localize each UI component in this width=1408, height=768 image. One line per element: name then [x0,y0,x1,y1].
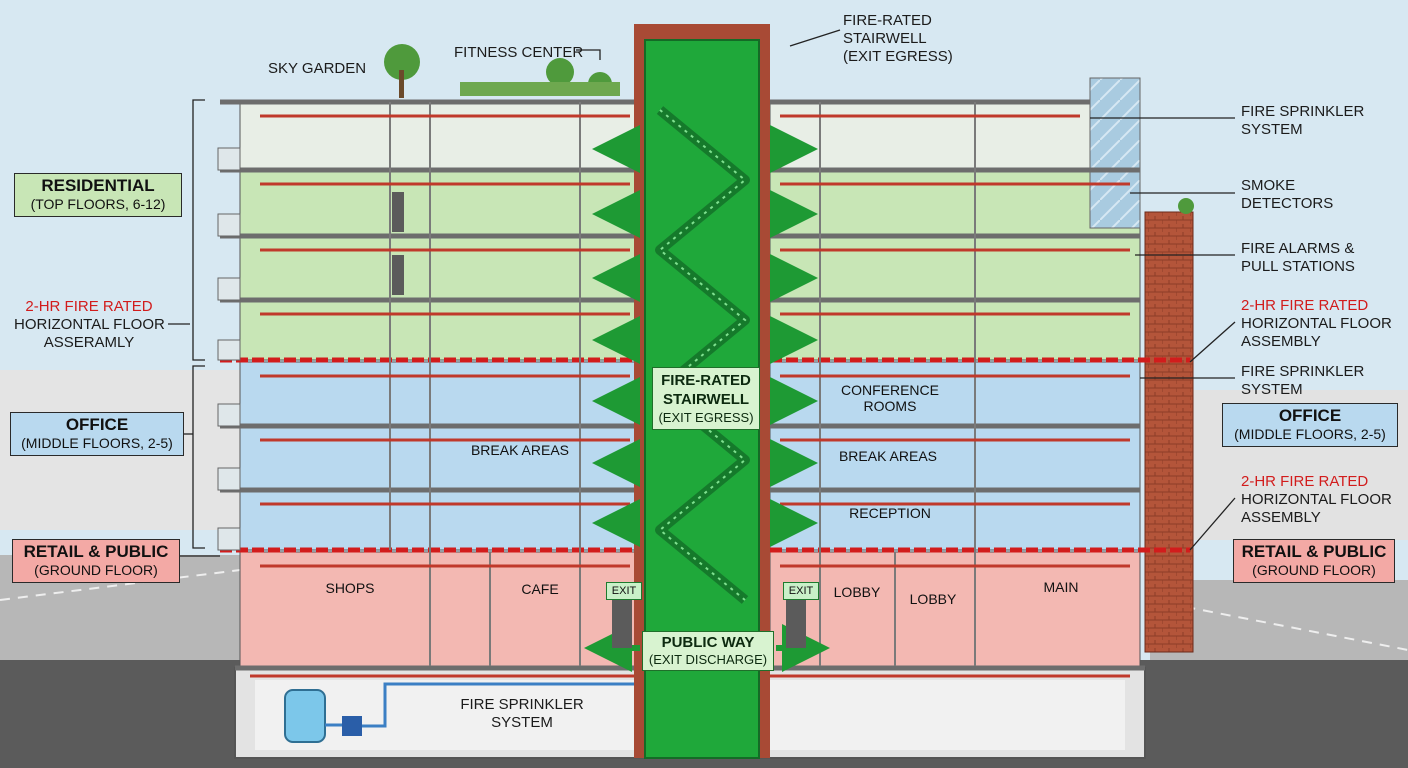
label-smoke-line2: DETECTORS [1241,195,1334,212]
residential-floors-right [769,169,1141,361]
retail-floor-right [769,551,1141,667]
label-fire-rated-right-lower-line2: HORIZONTAL FLOOR [1241,491,1392,508]
zone-retail-left-title: RETAIL & PUBLIC [23,542,169,561]
label-fire-alarms: FIRE ALARMS & PULL STATIONS [1241,240,1355,276]
label-sky-garden: SKY GARDEN [268,60,367,77]
retail-floor-left [239,551,641,667]
room-main: MAIN [1043,579,1079,595]
label-alarms-line1: FIRE ALARMS & [1241,240,1355,257]
label-stairwell-top: FIRE-RATED STAIRWELL (EXIT EGRESS) [843,12,953,66]
zone-box-retail-right: RETAIL & PUBLIC (GROUND FLOOR) [1233,539,1395,583]
exit-sign-left: EXIT [606,582,642,600]
public-way-subtitle: (EXIT DISCHARGE) [648,652,768,667]
room-conference-line1: CONFERENCE [840,382,939,398]
zone-residential-subtitle: (TOP FLOORS, 6-12) [30,196,166,212]
zone-residential-title: RESIDENTIAL [41,176,155,195]
label-fire-rated-right-upper-line2: HORIZONTAL FLOOR [1241,315,1392,332]
zone-office-right-subtitle: (MIDDLE FLOORS, 2-5) [1234,426,1386,442]
zone-box-retail-left: RETAIL & PUBLIC (GROUND FLOOR) [12,539,180,583]
label-fire-sprinkler-middle: FIRE SPRINKLER SYSTEM [1241,363,1364,399]
public-way-title: PUBLIC WAY [661,634,755,651]
label-sprinkler-basement-line1: FIRE SPRINKLER [460,696,584,713]
label-stairwell-top-line2: STAIRWELL [843,30,927,47]
zone-retail-right-subtitle: (GROUND FLOOR) [1252,562,1376,578]
label-smoke-detectors: SMOKE DETECTORS [1241,177,1333,213]
label-fire-sprinkler-middle-line1: FIRE SPRINKLER [1241,363,1365,380]
label-fire-rated-left-line1: 2-HR FIRE RATED [25,298,153,315]
label-fire-rated-left-line2: HORIZONTAL FLOOR [14,316,165,333]
label-stairwell-top-line3: (EXIT EGRESS) [843,48,953,65]
label-stairwell-top-line1: FIRE-RATED [843,12,932,29]
stairwell-label-line2: STAIRWELL [662,391,750,408]
stairwell-label-line1: FIRE-RATED [661,372,751,389]
label-fire-sprinkler-middle-line2: SYSTEM [1241,381,1303,398]
zone-office-right-title: OFFICE [1278,406,1342,425]
office-floors-left [239,361,641,551]
room-break-areas-left: BREAK AREAS [470,442,570,458]
label-fire-rated-right-upper-line1: 2-HR FIRE RATED [1241,297,1369,314]
leader-lines [168,29,1236,557]
residential-floors-left [239,169,641,361]
label-fire-rated-left: 2-HR FIRE RATED HORIZONTAL FLOOR ASSERAM… [14,298,165,352]
zone-box-residential: RESIDENTIAL (TOP FLOORS, 6-12) [14,173,182,217]
room-reception: RECEPTION [849,505,931,521]
label-fire-rated-right-lower-line1: 2-HR FIRE RATED [1241,473,1369,490]
label-fire-rated-right-lower-line3: ASSEMBLY [1241,509,1321,526]
sprinkler-pipes [250,114,1130,678]
label-fire-sprinkler-upper: FIRE SPRINKLER SYSTEM [1241,103,1364,139]
room-conference-line2: ROOMS [863,398,917,414]
label-fire-sprinkler-upper-line1: FIRE SPRINKLER [1241,103,1365,120]
label-fire-sprinkler-upper-line2: SYSTEM [1241,121,1303,138]
label-fire-rated-right-upper-line3: ASSEMBLY [1241,333,1321,350]
label-sprinkler-basement-line2: SYSTEM [491,714,553,731]
label-fire-sprinkler-basement: FIRE SPRINKLER SYSTEM [452,696,592,732]
rooftop-trees [384,44,1194,214]
exit-sign-right: EXIT [783,582,819,600]
zone-box-office-right: OFFICE (MIDDLE FLOORS, 2-5) [1222,403,1398,447]
zone-office-left-subtitle: (MIDDLE FLOORS, 2-5) [21,435,173,451]
stairwell-label: FIRE-RATED STAIRWELL (EXIT EGRESS) [652,367,760,430]
stairwell-label-line3: (EXIT EGRESS) [658,410,754,425]
water-tank [284,689,326,743]
room-conference: CONFERENCE ROOMS [835,382,945,414]
zone-office-left-title: OFFICE [65,415,129,434]
glass-curtain-wall [1089,77,1141,229]
egress-arrows [584,125,830,672]
doors [392,192,806,648]
public-way-label: PUBLIC WAY (EXIT DISCHARGE) [642,631,774,671]
office-floors-right [769,361,1141,551]
label-fire-rated-right-lower: 2-HR FIRE RATED HORIZONTAL FLOOR ASSEMBL… [1241,473,1392,527]
label-fire-rated-left-line3: ASSERAMLY [43,334,135,351]
zone-retail-right-title: RETAIL & PUBLIC [1241,542,1387,561]
label-fire-rated-right-upper: 2-HR FIRE RATED HORIZONTAL FLOOR ASSEMBL… [1241,297,1392,351]
label-alarms-line2: PULL STATIONS [1241,258,1355,275]
brick-facade [1144,211,1194,653]
room-cafe: CAFE [521,581,559,597]
label-smoke-line1: SMOKE [1241,177,1296,194]
fitness-floor-right [769,101,1091,171]
zone-box-office-left: OFFICE (MIDDLE FLOORS, 2-5) [10,412,184,456]
room-shops: SHOPS [325,580,375,596]
label-fitness-center: FITNESS CENTER [454,44,584,61]
room-lobby-1: LOBBY [833,584,881,600]
room-break-areas-right: BREAK AREAS [838,448,938,464]
fire-pump [342,716,362,736]
zone-retail-left-subtitle: (GROUND FLOOR) [34,562,158,578]
room-lobby-2: LOBBY [909,591,957,607]
